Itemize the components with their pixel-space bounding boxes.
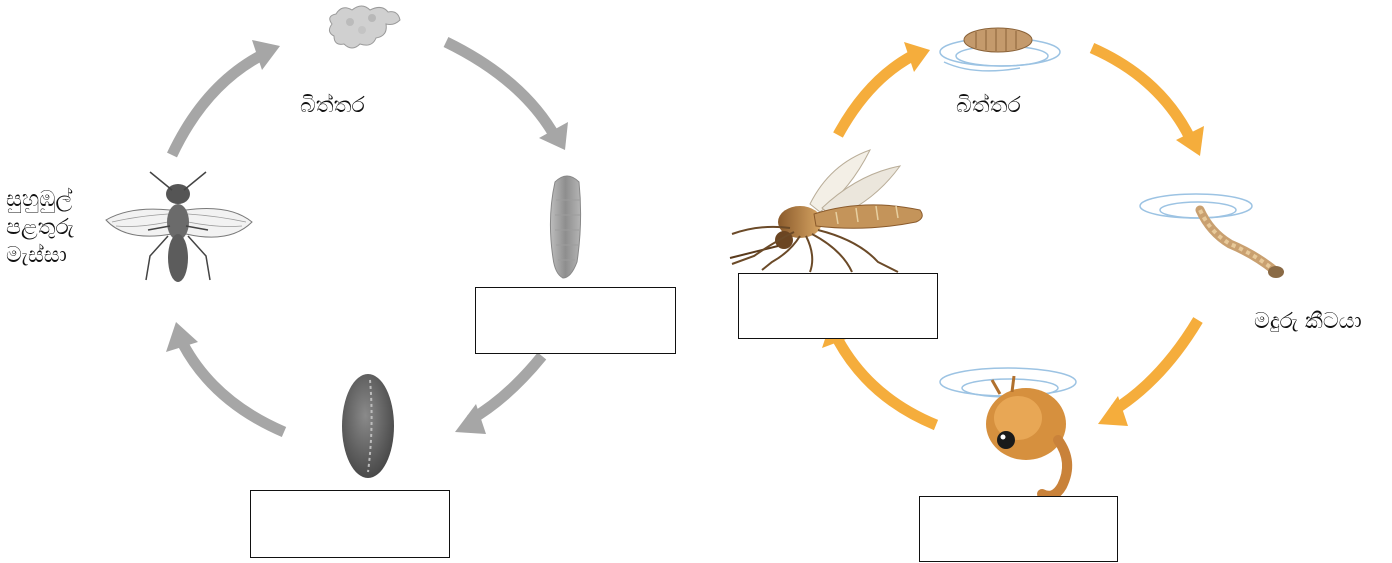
fly-pupa-image: [342, 374, 394, 478]
fruit-fly-image: [106, 172, 252, 282]
mos-arrows-arrow-4: [838, 340, 936, 425]
mos-arrows-arrow-3: [1114, 320, 1198, 410]
fly-larva-image: [550, 176, 580, 278]
mosquito-egg-label: බිත්තර: [956, 92, 1021, 120]
mosquito-larva-image: [1140, 194, 1284, 278]
answer-box-mosquito-adult[interactable]: [738, 273, 938, 339]
mosquito-larva-label: මදුරු කීටයා: [1254, 308, 1362, 336]
fly-arrows-arrow-4: [183, 344, 284, 432]
mosquito-adult-image: [730, 150, 922, 272]
fly-arrows-arrow-2: [446, 42, 553, 133]
answer-box-fly-larva[interactable]: [475, 287, 676, 354]
fly-egg-cluster-image: [329, 6, 400, 48]
fruit-fly-label: සුහුඹුල් පළතුරු මැස්සා: [6, 186, 74, 270]
fly-arrows-arrow-3: [470, 356, 542, 420]
fly-egg-label: බිත්තර: [300, 92, 365, 120]
fly-arrows-arrow-1: [172, 55, 262, 155]
mos-arrows-arrow-1: [838, 56, 912, 135]
mos-arrows-arrow-2: [1092, 48, 1190, 138]
mosquito-pupa-image: [940, 368, 1076, 496]
mosquito-egg-raft-image: [940, 28, 1060, 71]
answer-box-fly-pupa[interactable]: [250, 490, 450, 558]
answer-box-mosquito-pupa[interactable]: [919, 496, 1118, 562]
